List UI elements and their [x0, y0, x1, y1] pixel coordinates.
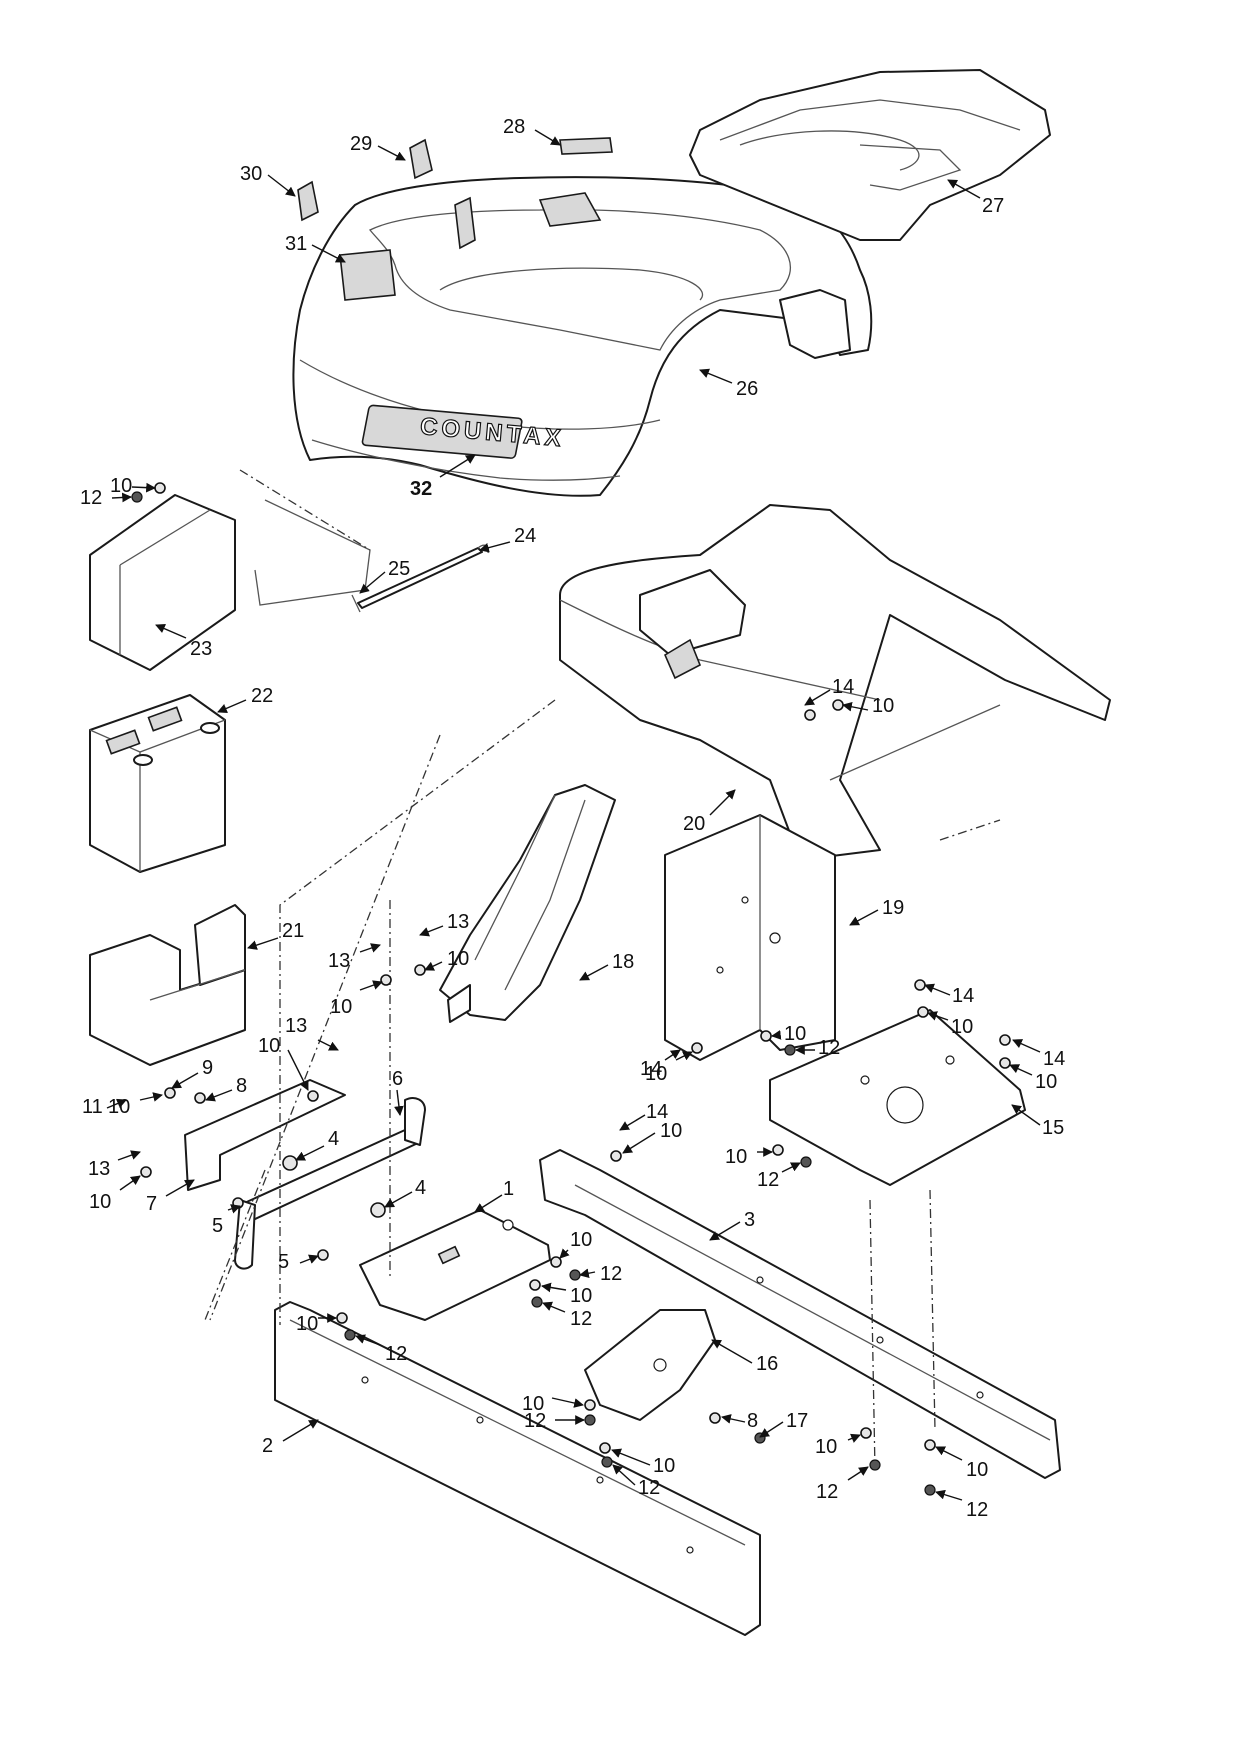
callout-13-c: 13 — [285, 1015, 307, 1037]
callout-23: 23 — [190, 638, 212, 660]
callout-14-a: 14 — [832, 676, 854, 698]
callout-29: 29 — [350, 133, 372, 155]
rod-and-clip — [351, 544, 490, 613]
hitch-bracket — [584, 1309, 716, 1421]
callout-10-c: 10 — [447, 948, 469, 970]
callout-26: 26 — [736, 378, 758, 400]
callout-12-f: 12 — [638, 1477, 660, 1499]
callout-14-d: 14 — [1043, 1048, 1065, 1070]
callout-10-d: 10 — [872, 695, 894, 717]
callout-12-j: 12 — [966, 1499, 988, 1521]
callouts: 1 2 3 4 4 5 5 6 7 8 8 9 10 10 10 10 10 — [80, 116, 1065, 1521]
battery-cover — [89, 494, 236, 671]
callout-14-e: 14 — [646, 1101, 668, 1123]
callout-11: 11 — [82, 1096, 103, 1118]
callout-10-p: 10 — [951, 1016, 973, 1038]
callout-10-s: 10 — [815, 1436, 837, 1458]
callout-25: 25 — [388, 558, 410, 580]
callout-14-b: 14 — [640, 1058, 662, 1080]
battery-box — [89, 904, 246, 1066]
callout-10-k: 10 — [296, 1313, 318, 1335]
callout-10-i: 10 — [570, 1229, 592, 1251]
callout-12-h: 12 — [757, 1169, 779, 1191]
callout-10-a: 10 — [110, 475, 132, 497]
callout-12-d: 12 — [385, 1343, 407, 1365]
callout-12-b: 12 — [600, 1263, 622, 1285]
callout-9: 9 — [202, 1057, 213, 1079]
callout-10-o: 10 — [645, 1063, 667, 1085]
callout-15: 15 — [1042, 1117, 1064, 1139]
callout-12-i: 12 — [816, 1481, 838, 1503]
callout-16: 16 — [756, 1353, 778, 1375]
callout-12-c: 12 — [570, 1308, 592, 1330]
callout-20: 20 — [683, 813, 705, 835]
callout-12-g: 12 — [818, 1037, 840, 1059]
callout-10-n: 10 — [784, 1023, 806, 1045]
mounting-plate — [769, 1009, 1026, 1186]
hood-body-shell — [292, 176, 873, 497]
callout-10-t: 10 — [966, 1459, 988, 1481]
decal-28 — [559, 137, 613, 155]
callout-13-b: 13 — [447, 911, 469, 933]
seat-cover — [689, 69, 1051, 241]
callout-12-e: 12 — [524, 1410, 546, 1432]
decal-30 — [297, 180, 319, 222]
callout-10-h: 10 — [660, 1120, 682, 1142]
callout-14-c: 14 — [952, 985, 974, 1007]
callout-32: 32 — [410, 478, 432, 500]
callout-19: 19 — [882, 897, 904, 919]
pivot-tube — [234, 1097, 426, 1270]
callout-1: 1 — [503, 1178, 514, 1200]
callout-7: 7 — [146, 1193, 157, 1215]
bracket-7 — [184, 1079, 346, 1191]
frame-rail-left — [274, 1301, 761, 1636]
callout-18: 18 — [612, 951, 634, 973]
callout-5-a: 5 — [212, 1215, 223, 1237]
callout-10-q: 10 — [1035, 1071, 1057, 1093]
console-support — [439, 784, 616, 1023]
callout-10-e: 10 — [258, 1035, 280, 1057]
callout-3: 3 — [744, 1209, 755, 1231]
battery — [89, 694, 226, 873]
rear-bracket-box — [664, 814, 836, 1061]
callout-27: 27 — [982, 195, 1004, 217]
callout-10-g: 10 — [89, 1191, 111, 1213]
fender-deck — [559, 504, 1111, 861]
assembly-lines — [204, 469, 1001, 1471]
callout-4-a: 4 — [328, 1128, 339, 1150]
callout-13-a: 13 — [328, 950, 350, 972]
frame-rail-right — [539, 1149, 1061, 1479]
callout-24: 24 — [514, 525, 536, 547]
callout-22: 22 — [251, 685, 273, 707]
callout-13-d: 13 — [88, 1158, 110, 1180]
callout-21: 21 — [282, 920, 304, 942]
callout-10-j: 10 — [570, 1285, 592, 1307]
callout-28: 28 — [503, 116, 525, 138]
callout-8-b: 8 — [747, 1410, 758, 1432]
callout-8-a: 8 — [236, 1075, 247, 1097]
battery-tray-panel — [254, 499, 371, 606]
callout-31: 31 — [285, 233, 307, 255]
decal-29 — [409, 138, 433, 180]
callout-10-l: 10 — [522, 1393, 544, 1415]
callout-4-b: 4 — [415, 1177, 426, 1199]
callout-5-b: 5 — [278, 1251, 289, 1273]
callout-10-r: 10 — [725, 1146, 747, 1168]
callout-10-b: 10 — [330, 996, 352, 1018]
callout-30: 30 — [240, 163, 262, 185]
callout-2: 2 — [262, 1435, 273, 1457]
callout-10-f: 10 — [108, 1096, 130, 1118]
callout-12-a: 12 — [80, 487, 102, 509]
callout-17: 17 — [786, 1410, 808, 1432]
callout-6: 6 — [392, 1068, 403, 1090]
center-plate — [359, 1209, 551, 1321]
callout-10-m: 10 — [653, 1455, 675, 1477]
